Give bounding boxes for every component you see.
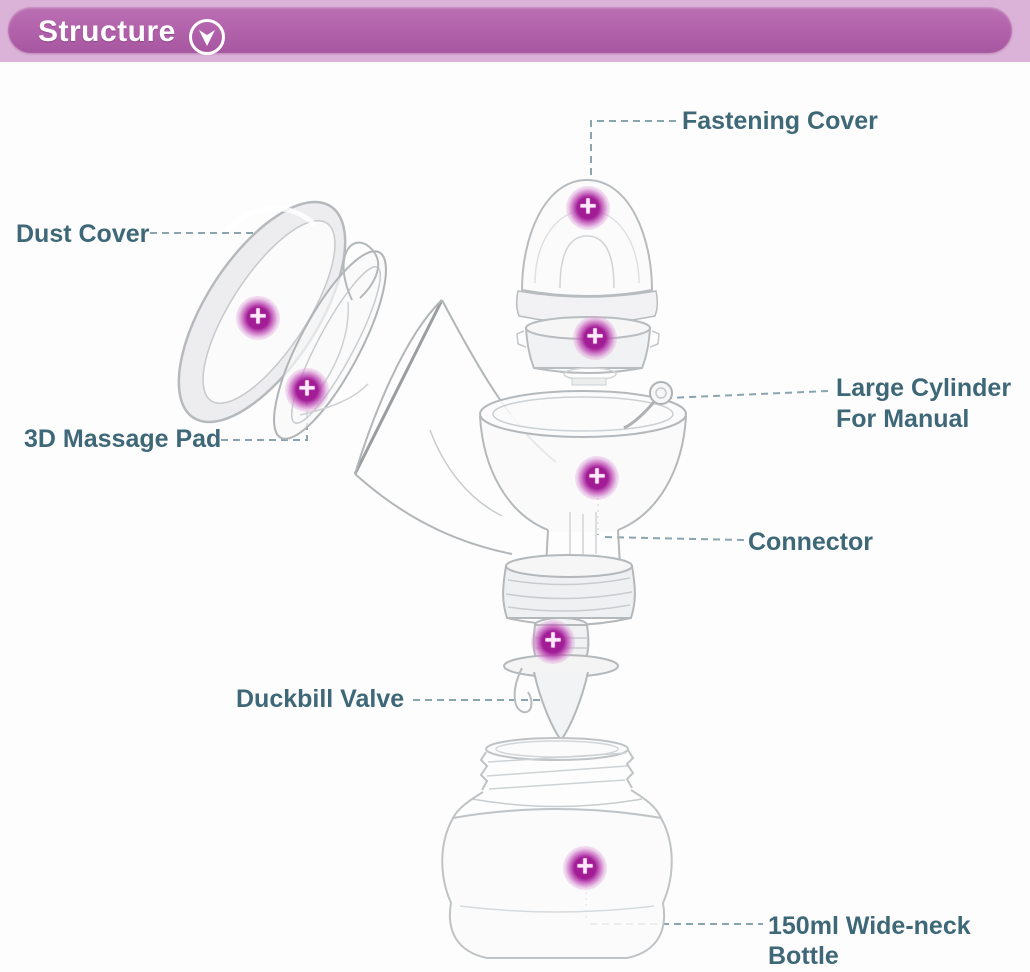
plus-marker-dust-cover: + — [236, 296, 280, 340]
leader-line-large-cylinder — [667, 390, 829, 399]
plus-marker-massage-pad: + — [285, 368, 329, 412]
plus-marker-large-cylinder: + — [573, 316, 617, 360]
plus-marker-fastening-cover: + — [566, 186, 610, 230]
structure-section-header[interactable]: Structure — [8, 7, 1012, 55]
fastening-cover-illustration — [515, 178, 659, 324]
chevron-down-icon — [189, 19, 225, 55]
leader-line-fastening-cover — [590, 120, 676, 181]
label-dust-cover: Dust Cover — [16, 220, 150, 248]
plus-icon: + — [249, 300, 267, 333]
bottle-illustration — [441, 737, 673, 959]
leader-line-massage-pad — [221, 396, 308, 441]
plus-icon: + — [298, 372, 316, 405]
plus-icon: + — [579, 190, 597, 223]
connector-body-illustration — [479, 381, 687, 626]
label-massage-pad: 3D Massage Pad — [24, 425, 222, 453]
plus-icon: + — [588, 460, 606, 493]
plus-icon: + — [576, 850, 594, 883]
section-title: Structure — [38, 15, 176, 48]
label-bottle: 150ml Wide-neck Bottle — [768, 912, 971, 970]
plus-marker-bottle: + — [563, 846, 607, 890]
plus-marker-duckbill-valve: + — [531, 620, 575, 664]
label-connector: Connector — [748, 528, 873, 556]
plus-icon: + — [544, 624, 562, 657]
leader-line-connector — [602, 536, 745, 541]
label-duckbill-valve: Duckbill Valve — [236, 685, 405, 713]
plus-icon: + — [586, 320, 604, 353]
plus-marker-connector: + — [575, 456, 619, 500]
label-large-cylinder: Large Cylinder For Manual — [836, 374, 1012, 433]
label-fastening-cover: Fastening Cover — [682, 107, 878, 135]
